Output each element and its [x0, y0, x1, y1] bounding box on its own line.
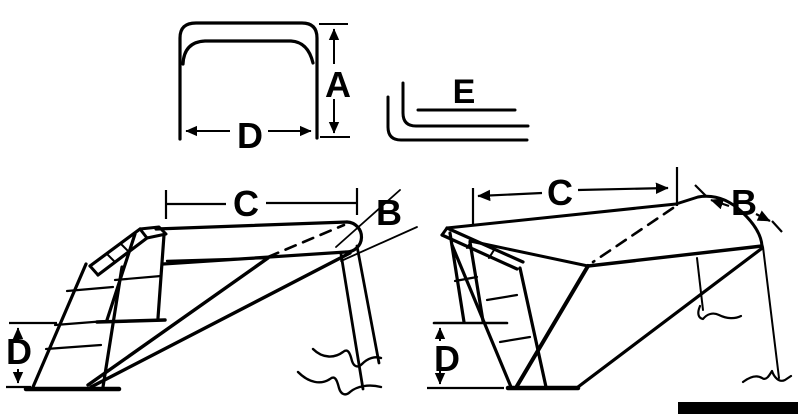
dim-arrow-upper [710, 198, 730, 210]
canopy-corner-curve [674, 194, 764, 248]
hidden-centerline-dashed [591, 206, 675, 264]
bimini-folded-view: C B D [6, 183, 418, 396]
dim-label-b-folded: B [376, 192, 402, 233]
dim-label-c-open: C [547, 172, 573, 213]
boom-round-end [344, 220, 364, 254]
rear-strap [355, 244, 381, 365]
canvas-inner-outline [181, 39, 315, 66]
front-leg-rail [518, 266, 548, 389]
break-squiggle [311, 347, 383, 368]
dimension-d-front: D [185, 115, 312, 156]
break-squiggle [697, 304, 743, 321]
bow-bundle-end [88, 264, 100, 277]
bow-bundle-tick [488, 249, 495, 259]
leg-rung [498, 335, 532, 344]
dimension-d-open: D [427, 327, 504, 390]
bracket-outer-profile [386, 95, 529, 142]
support-brace [515, 264, 590, 388]
canopy-top-edge [445, 202, 678, 230]
dim-label-d-folded: D [6, 331, 32, 372]
bow-bundle-edge [96, 236, 149, 277]
rear-bow-line [335, 189, 401, 248]
canopy-bottom-edge [586, 244, 764, 268]
support-brace [89, 251, 352, 389]
leg-rung [453, 275, 479, 283]
dim-tick [694, 184, 707, 197]
dim-label-d-front: D [237, 115, 263, 156]
bracket-inner-profile [401, 81, 530, 128]
dim-arrow-lower [755, 210, 771, 222]
dimension-d-folded: D [6, 321, 57, 389]
canopy-underside-edge [468, 239, 590, 268]
dim-arrow-right [577, 182, 669, 194]
dim-label-d-open: D [434, 338, 460, 379]
bow-bundle-tick [106, 253, 116, 263]
rear-leg-rail [448, 231, 466, 324]
rear-strap [762, 246, 780, 379]
leg-rung [65, 285, 115, 293]
bimini-open-view: C B D [427, 167, 793, 391]
break-squiggle [296, 370, 383, 396]
dim-tick [771, 220, 783, 233]
rear-leg-foot [95, 318, 167, 324]
rear-strap [696, 257, 704, 311]
bow-bundle-cap [138, 225, 168, 240]
bow-bundle-edge [440, 233, 519, 271]
bow-bundle-tick [120, 243, 130, 253]
dim-label-b-open: B [731, 182, 757, 223]
leg-rung [44, 343, 103, 351]
dimension-a: A [319, 23, 351, 138]
front-view-diagram: A D [178, 21, 351, 156]
dimension-c-folded: C [164, 183, 359, 224]
dim-label-e: E [453, 73, 476, 111]
dim-label-a: A [325, 64, 351, 105]
leg-rung [485, 293, 519, 302]
support-brace [576, 247, 763, 389]
boom-top-edge [154, 220, 349, 231]
bow-bundle-edge [88, 227, 142, 268]
frame-outer-outline [178, 21, 319, 141]
leg-rung [113, 274, 163, 282]
mounting-bracket-detail: E [386, 73, 530, 142]
rear-leg-rail [105, 232, 137, 322]
dim-label-c-folded: C [233, 183, 259, 224]
boom-inner-line [165, 256, 270, 263]
dimension-b-open: B [694, 182, 783, 233]
rear-leg-rail [468, 240, 485, 323]
break-squiggle [741, 369, 793, 384]
rear-bow-line [340, 226, 418, 262]
hidden-centerline-dashed [266, 223, 346, 259]
dimension-c-open: C [471, 167, 679, 225]
black-redaction-bar [678, 402, 798, 414]
dim-arrow-left [477, 189, 543, 202]
support-brace [86, 256, 270, 387]
rear-strap [339, 252, 365, 391]
